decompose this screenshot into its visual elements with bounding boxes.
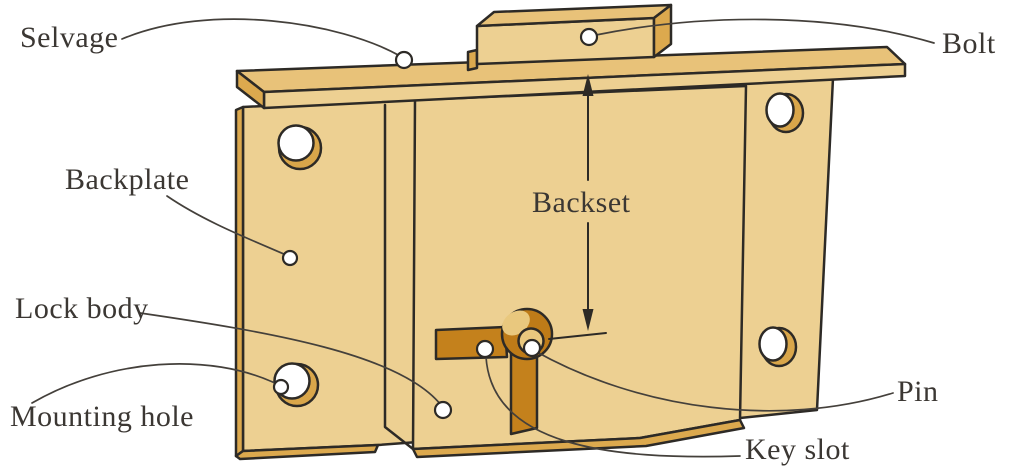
- backplate-leader-line: [166, 195, 287, 256]
- mounting-hole-label: Mounting hole: [10, 400, 194, 433]
- lock-body-leader-line: [139, 312, 442, 406]
- pin-collar-top-face: [502, 310, 530, 336]
- mounting-hole-top-right: [765, 92, 805, 134]
- key-slot-marker-dot: [475, 339, 495, 359]
- backset-arrowhead-down: [582, 309, 594, 331]
- lock-body-label: Lock body: [15, 292, 149, 325]
- lock-body-bottom-edge: [411, 418, 746, 459]
- bolt-left-flange: [466, 48, 479, 72]
- backset-reference-tick: [548, 332, 607, 340]
- key-slot-leader-line: [485, 356, 741, 458]
- selvage-label: Selvage: [20, 21, 118, 54]
- backset-arrowhead-up: [582, 74, 594, 96]
- mounting-hole-bottom-right: [758, 326, 798, 368]
- lock-body-left-fold: [383, 103, 415, 451]
- backplate-label: Backplate: [65, 163, 189, 196]
- pin-leader-line: [534, 350, 894, 412]
- backset-dimension: Backset: [532, 74, 631, 340]
- bolt-marker-dot: [579, 27, 599, 47]
- backplate-left-edge: [234, 105, 245, 458]
- mounting-hole-leader-line: [31, 363, 278, 404]
- selvage-marker-dot: [394, 50, 414, 70]
- bolt-right-face: [652, 3, 673, 59]
- backset-label: Backset: [532, 186, 631, 219]
- selvage-group: [235, 45, 907, 110]
- selvage-leader-line: [121, 18, 401, 57]
- hole-opening: [277, 124, 315, 162]
- lock-body-face: [411, 84, 748, 451]
- backplate-bottom-edge: [234, 443, 380, 461]
- leader-lines: [31, 18, 935, 458]
- key-slot-horizontal-bar: [434, 325, 509, 361]
- lock-body-marker-dot: [433, 400, 453, 420]
- key-slot-label: Key slot: [745, 433, 850, 466]
- bolt-label: Bolt: [942, 27, 996, 60]
- pin-label: Pin: [897, 375, 939, 408]
- marker-dots: [272, 27, 599, 420]
- bolt-group: [466, 3, 673, 72]
- pin-marker-dot: [522, 338, 542, 358]
- hole-opening: [758, 326, 788, 362]
- mounting-hole-marker-dot: [272, 378, 290, 396]
- backplate-marker-dot: [281, 249, 299, 267]
- lock-body-group: [383, 84, 748, 459]
- hole-opening: [765, 92, 795, 128]
- mounting-hole-top-left: [277, 124, 323, 171]
- bolt-leader-line: [595, 18, 935, 44]
- part-labels: Selvage Bolt Backplate Lock body Mountin…: [10, 21, 996, 466]
- selvage-left-end: [235, 69, 266, 110]
